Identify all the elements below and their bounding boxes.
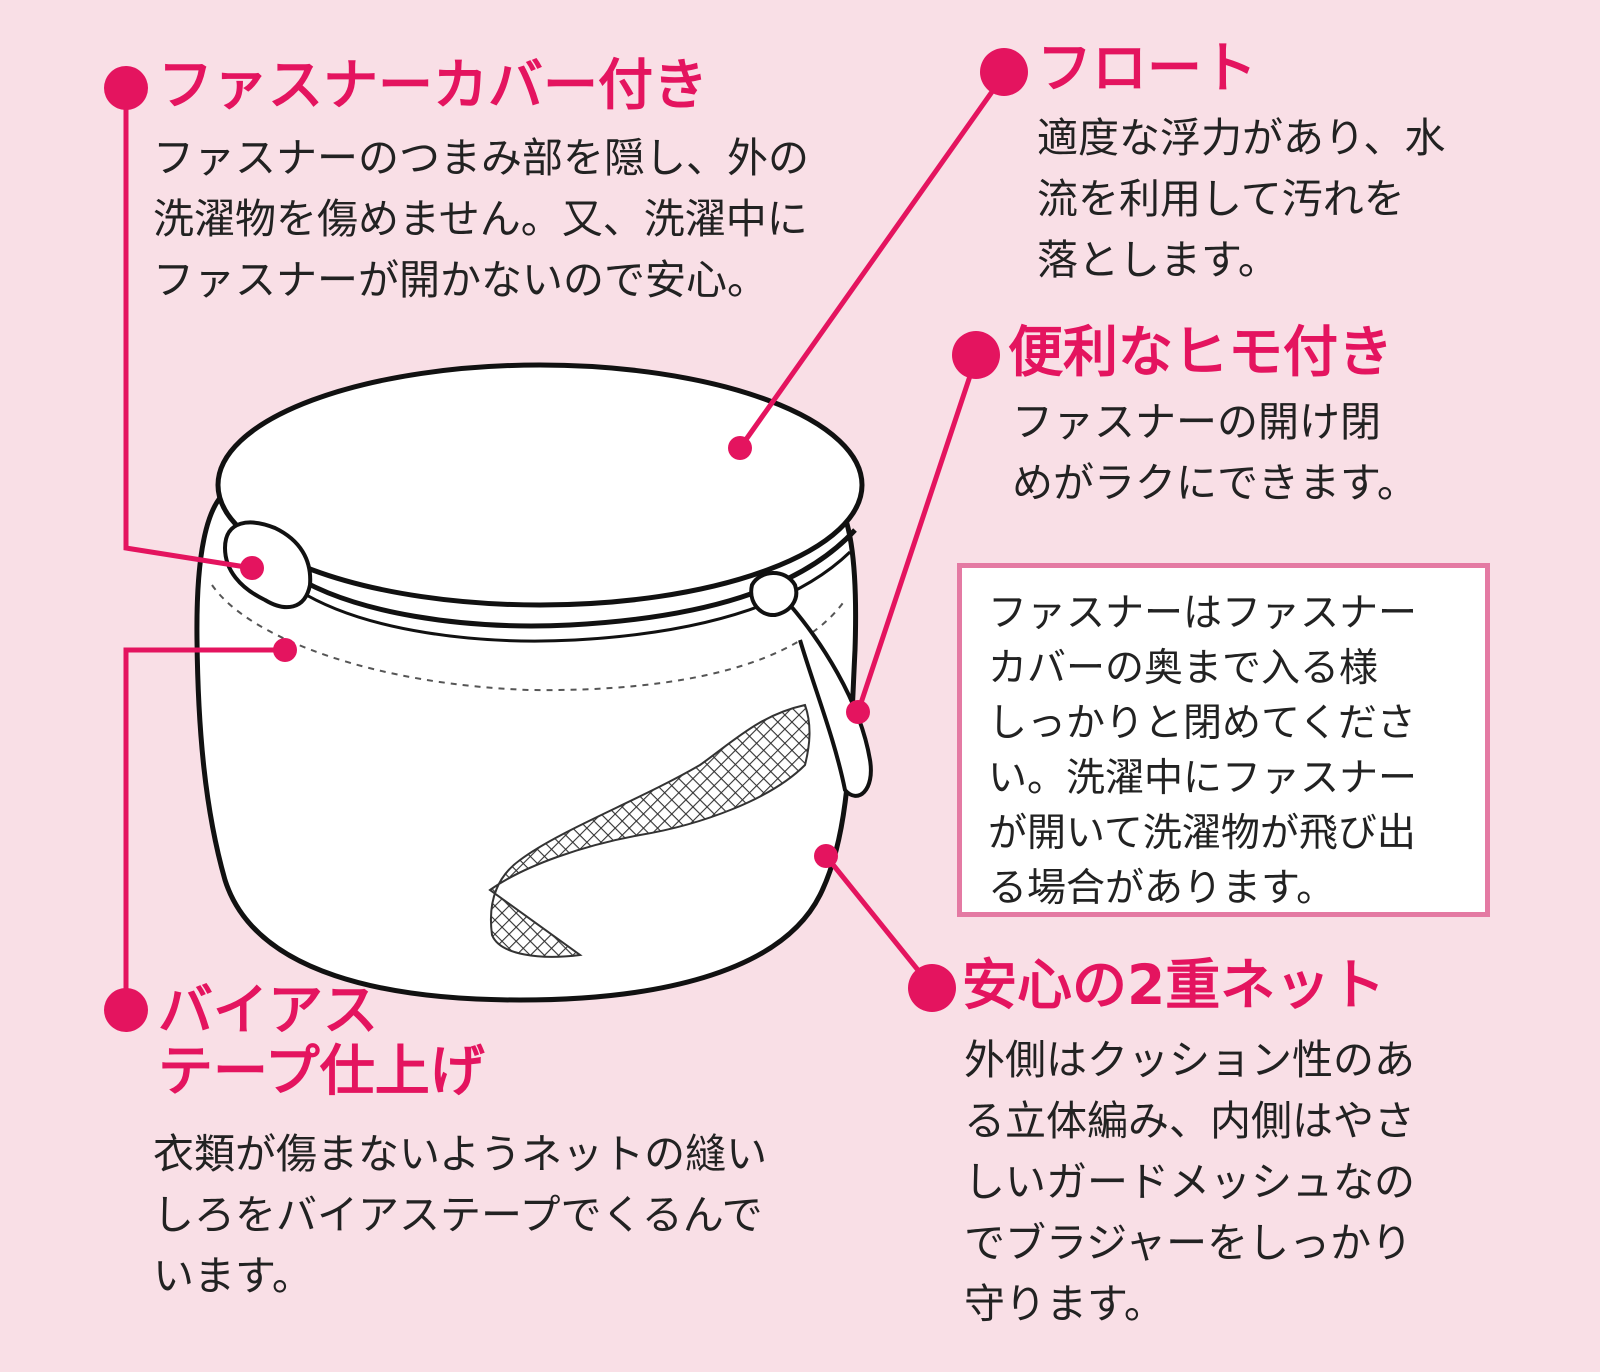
title-bias-tape: バイアス テープ仕上げ bbox=[158, 978, 485, 1103]
mesh-panel bbox=[488, 703, 811, 958]
callout-bullets bbox=[104, 48, 1028, 1032]
title-zipper-cover: ファスナーカバー付き bbox=[158, 53, 709, 117]
title-float: フロート bbox=[1037, 36, 1258, 100]
bullet-zipper-cover bbox=[104, 66, 148, 110]
leader-lines bbox=[123, 70, 1009, 1008]
desc-double-net: 外側はクッション性のあ る立体編み、内側はやさ しいガードメッシュなの でブラジ… bbox=[964, 1036, 1415, 1328]
pouch-body bbox=[194, 485, 859, 1003]
pull-string bbox=[788, 603, 873, 798]
title-string: 便利なヒモ付き bbox=[1008, 320, 1394, 384]
desc-float: 適度な浮力があり、水 流を利用して汚れを 落とします。 bbox=[1037, 114, 1446, 284]
bullet-float bbox=[980, 48, 1028, 96]
zipper-cover-tab bbox=[222, 520, 313, 609]
pouch-lid bbox=[215, 362, 865, 608]
desc-zipper-cover: ファスナーのつまみ部を隠し、外の 洗濯物を傷めません。又、洗濯中に ファスナーが… bbox=[153, 134, 809, 304]
zipper-pull bbox=[749, 571, 799, 617]
desc-string: ファスナーの開け閉 めがラクにできます。 bbox=[1012, 398, 1418, 507]
desc-bias-tape: 衣類が傷まないようネットの縫い しろをバイアステープでくるんで います。 bbox=[153, 1130, 768, 1300]
zipper-warning-note: ファスナーはファスナー カバーの奥まで入る様 しっかりと閉めてくださ い。洗濯中… bbox=[957, 563, 1490, 917]
title-double-net: 安心の2重ネット bbox=[962, 953, 1386, 1017]
bullet-string bbox=[952, 331, 1000, 379]
bullet-bias-tape bbox=[104, 988, 148, 1032]
bullet-double-net bbox=[908, 964, 956, 1012]
